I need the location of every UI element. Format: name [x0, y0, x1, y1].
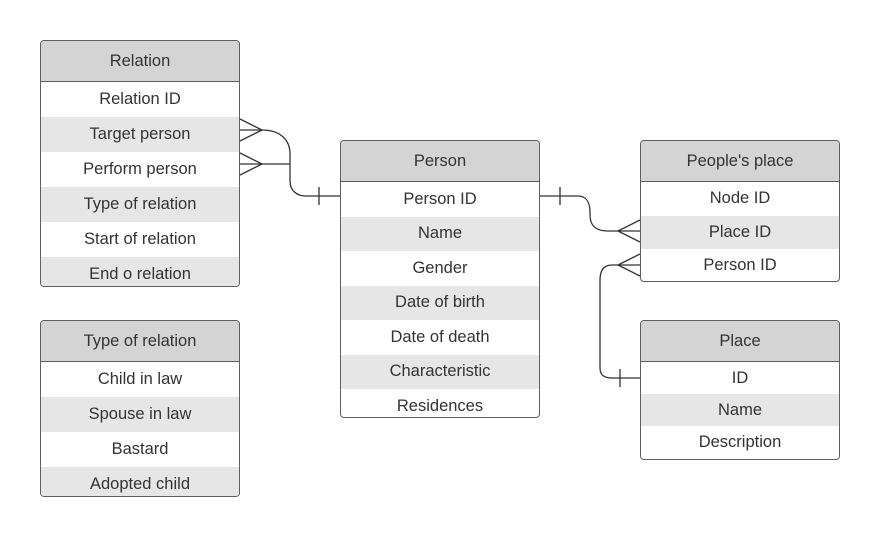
field-node-id: Node ID: [709, 189, 771, 208]
field-place-id-pk: ID: [731, 368, 749, 387]
entity-person[interactable]: Person Person ID Name Gender Date of bir…: [340, 140, 540, 418]
field-place-description: Description: [698, 432, 782, 451]
entity-relation[interactable]: Relation Relation ID Target person Perfo…: [40, 40, 240, 287]
entity-type-of-relation-title: Type of relation: [41, 321, 239, 362]
field-place-name: Name: [641, 394, 839, 426]
field-child-in-law: Child in law: [97, 370, 183, 388]
connector-person-peoplesplace: [540, 195, 640, 232]
field-relation-id: Relation ID: [99, 90, 181, 108]
field-perform-person: Perform person: [83, 160, 197, 178]
entity-peoples-place-title: People's place: [641, 141, 839, 182]
field-peoples-place-person-id: Person ID: [703, 256, 777, 275]
field-type-of-relation: Type of relation: [41, 187, 239, 222]
crowfoot-place-id: [617, 219, 641, 243]
field-spouse-in-law: Spouse in law: [41, 397, 239, 432]
field-target-person: Target person: [41, 117, 239, 152]
entity-relation-title: Relation: [41, 41, 239, 82]
entity-type-of-relation[interactable]: Type of relation Child in law Spouse in …: [40, 320, 240, 497]
field-place-id: Place ID: [641, 215, 839, 249]
field-characteristic: Characteristic: [341, 354, 539, 389]
crowfoot-perform-person: [239, 152, 263, 176]
field-end-of-relation: End o relation: [41, 257, 239, 286]
field-person-id: Person ID: [403, 189, 477, 208]
field-gender: Gender: [412, 258, 468, 277]
entity-person-title: Person: [341, 141, 539, 182]
entity-place[interactable]: Place ID Name Description: [640, 320, 840, 460]
field-date-of-death: Date of death: [390, 327, 490, 346]
entity-place-title: Place: [641, 321, 839, 362]
field-date-of-birth: Date of birth: [341, 285, 539, 320]
crowfoot-target-person: [239, 118, 263, 142]
field-name: Name: [341, 216, 539, 251]
connector-target-person: [240, 129, 340, 197]
field-adopted-child: Adopted child: [41, 467, 239, 496]
field-start-of-relation: Start of relation: [84, 230, 196, 248]
field-residences: Residences: [396, 396, 484, 415]
field-bastard: Bastard: [111, 440, 169, 458]
entity-peoples-place[interactable]: People's place Node ID Place ID Person I…: [640, 140, 840, 282]
crowfoot-person-id: [617, 253, 641, 277]
connector-place-peoplesplace: [599, 264, 640, 379]
